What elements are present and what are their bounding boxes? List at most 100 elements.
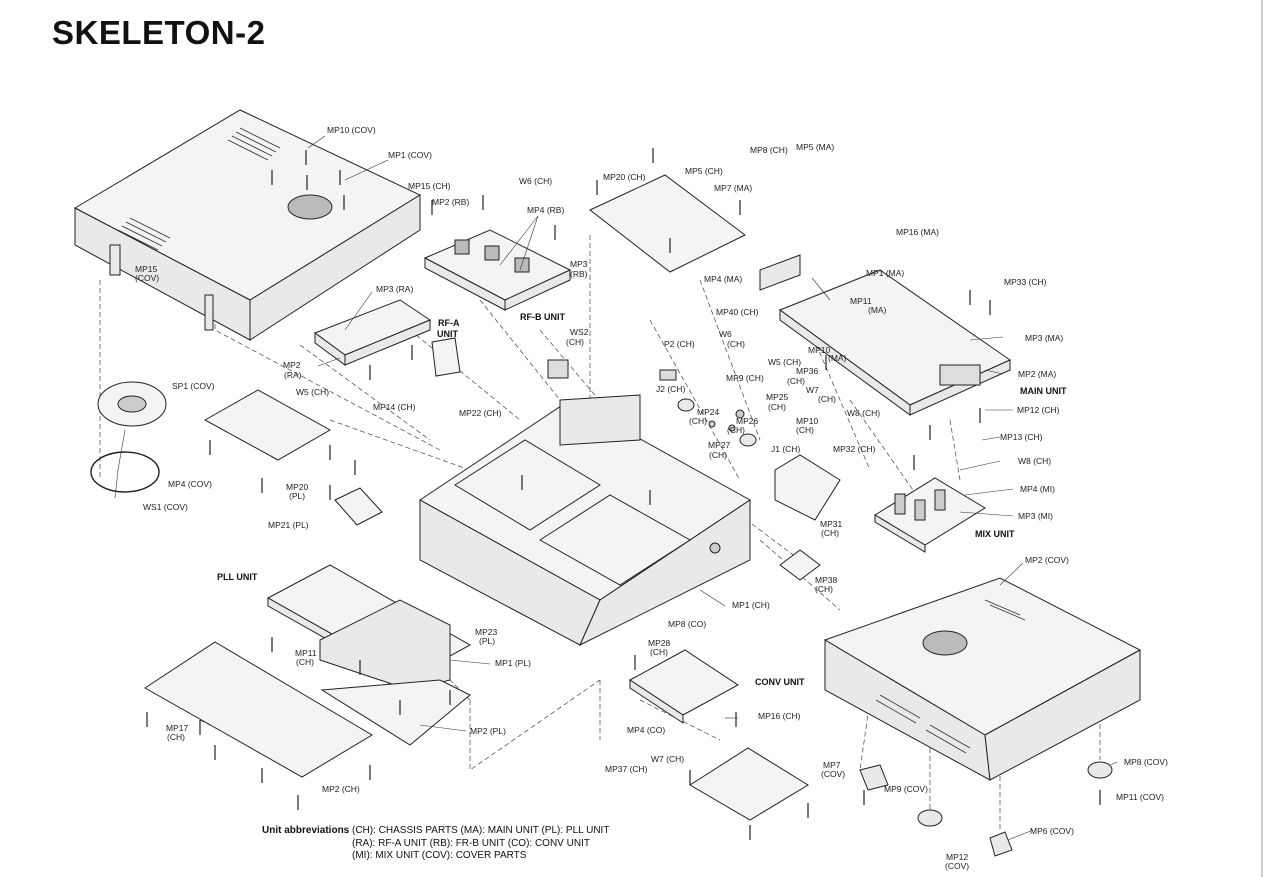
unit-label-mix: MIX UNIT <box>975 529 1015 539</box>
label-mp9-cov: MP9 (COV) <box>884 784 928 794</box>
label-mp3-rb: MP3 <box>570 259 588 269</box>
label-mp38-ch-sub: (CH) <box>815 584 833 594</box>
rf-a-unit-board <box>313 299 432 366</box>
unit-label-rf-b: RF-B UNIT <box>520 312 565 322</box>
label-w7-ch-mid: W7 <box>806 385 819 395</box>
screws <box>146 148 1101 840</box>
bottom-plate <box>144 641 373 778</box>
main-unit-board <box>759 254 1012 416</box>
label-mp3-ma: MP3 (MA) <box>1025 333 1063 343</box>
label-mp4-mi: MP4 (MI) <box>1020 484 1055 494</box>
label-ws2-ch-sub: (CH) <box>566 337 584 347</box>
label-w7-ch-low: W7 (CH) <box>651 754 684 764</box>
label-mp31-ch: MP31 <box>820 519 842 529</box>
label-mp28-ch: MP28 <box>648 638 670 648</box>
label-mp7-ma: MP7 (MA) <box>714 183 752 193</box>
label-mp15-cov: MP15 <box>135 264 157 274</box>
label-w6-ch-mid: W6 <box>719 329 732 339</box>
label-mp12-cov-sub: (COV) <box>945 861 969 871</box>
label-mp28-ch-sub: (CH) <box>650 647 668 657</box>
label-mp6-cov: MP6 (COV) <box>1030 826 1074 836</box>
label-mp21-pl: MP21 (PL) <box>268 520 309 530</box>
label-mp12-ch: MP12 (CH) <box>1017 405 1060 415</box>
label-mp11-ma-sub: (MA) <box>868 305 887 315</box>
leader-lines <box>307 135 1118 841</box>
label-mp25-ch: MP25 <box>766 392 788 402</box>
label-mp9-ch: MP9 (CH) <box>726 373 764 383</box>
unit-label-main: MAIN UNIT <box>1020 386 1067 396</box>
label-w7-ch-mid-sub: (CH) <box>818 394 836 404</box>
label-ws2-ch: WS2 <box>570 327 589 337</box>
label-mp10-ma-sub: (MA) <box>828 353 847 363</box>
label-mp10-ch: MP10 <box>796 416 818 426</box>
label-mp2-cov: MP2 (COV) <box>1025 555 1069 565</box>
speaker <box>90 381 167 499</box>
label-mp2-ra-sub: (RA) <box>284 370 302 380</box>
bottom-cover <box>823 577 1142 857</box>
top-cover <box>73 109 422 341</box>
label-mp4-ma: MP4 (MA) <box>704 274 742 284</box>
label-mp31-ch-sub: (CH) <box>821 528 839 538</box>
label-mp10-ma: MP10 <box>808 345 830 355</box>
label-mp17-ch: MP17 <box>166 723 188 733</box>
label-mp20-pl-sub: (PL) <box>289 491 305 501</box>
label-mp7-cov-sub: (COV) <box>821 769 845 779</box>
label-mp7-cov: MP7 <box>823 760 841 770</box>
label-mp2-ch: MP2 (CH) <box>322 784 360 794</box>
label-mp24-ch: MP24 <box>697 407 719 417</box>
unit-abbreviations: Unit abbreviations(CH): CHASSIS PARTS (M… <box>262 825 609 863</box>
label-w8-ch-mid: W8 (CH) <box>847 408 880 418</box>
label-mp11-cov: MP11 (COV) <box>1116 792 1164 802</box>
label-mp11-ch-sub: (CH) <box>296 657 314 667</box>
label-p2-ch: P2 (CH) <box>664 339 695 349</box>
label-mp2-ra: MP2 <box>283 360 301 370</box>
label-mp1-ma: MP1 (MA) <box>866 268 904 278</box>
label-mp26-ch: MP26 <box>736 416 758 426</box>
small-panels <box>203 337 841 581</box>
label-w8-ch-right: W8 (CH) <box>1018 456 1051 466</box>
page-title: SKELETON-2 <box>52 14 266 51</box>
label-ws1-cov: WS1 (COV) <box>143 502 188 512</box>
label-mp5-ma: MP5 (MA) <box>796 142 834 152</box>
label-sp1-cov: SP1 (COV) <box>172 381 215 391</box>
abbreviations-line-2: (RA): RF-A UNIT (RB): FR-B UNIT (CO): CO… <box>352 837 590 849</box>
label-mp11-ma: MP11 <box>850 296 872 306</box>
label-mp1-ch: MP1 (CH) <box>732 600 770 610</box>
label-mp26-ch-sub: (CH) <box>727 425 745 435</box>
label-mp12-cov: MP12 <box>946 852 968 862</box>
unit-label-rf-a-sub: UNIT <box>437 329 458 339</box>
label-mp13-ch: MP13 (CH) <box>1000 432 1043 442</box>
conv-unit-board <box>629 649 809 821</box>
label-w6-ch-top: W6 (CH) <box>519 176 552 186</box>
label-mp4-cov: MP4 (COV) <box>168 479 212 489</box>
label-mp27-ch: MP27 <box>708 440 730 450</box>
label-mp20-ch: MP20 (CH) <box>603 172 646 182</box>
label-mp40-ch: MP40 (CH) <box>716 307 759 317</box>
label-mp4-co: MP4 (CO) <box>627 725 665 735</box>
label-mp10-ch-sub: (CH) <box>796 425 814 435</box>
label-mp17-ch-sub: (CH) <box>167 732 185 742</box>
label-mp23-pl: MP23 <box>475 627 497 637</box>
unit-label-conv: CONV UNIT <box>755 677 805 687</box>
label-mp23-pl-sub: (PL) <box>479 636 495 646</box>
label-mp20-pl: MP20 <box>286 482 308 492</box>
label-mp16-ma: MP16 (MA) <box>896 227 939 237</box>
label-mp22-ch: MP22 (CH) <box>459 408 502 418</box>
label-mp5-ch: MP5 (CH) <box>685 166 723 176</box>
label-mp25-ch-sub: (CH) <box>768 402 786 412</box>
label-mp3-rb-sub: (RB) <box>570 269 588 279</box>
jack-parts <box>547 359 757 447</box>
label-mp36-ch: MP36 <box>796 366 818 376</box>
label-mp14-ch: MP14 (CH) <box>373 402 416 412</box>
label-mp24-ch-sub: (CH) <box>689 416 707 426</box>
label-mp2-rb: MP2 (RB) <box>432 197 469 207</box>
shield-plate-mp5 <box>589 174 746 273</box>
abbreviations-heading: Unit abbreviations <box>262 825 350 836</box>
label-j2-ch: J2 (CH) <box>656 384 685 394</box>
label-mp3-ra: MP3 (RA) <box>376 284 413 294</box>
label-mp33-ch: MP33 (CH) <box>1004 277 1047 287</box>
label-w6-ch-mid-sub: (CH) <box>727 339 745 349</box>
label-w5-ch-mid: W5 (CH) <box>768 357 801 367</box>
label-mp15-ch: MP15 (CH) <box>408 181 451 191</box>
